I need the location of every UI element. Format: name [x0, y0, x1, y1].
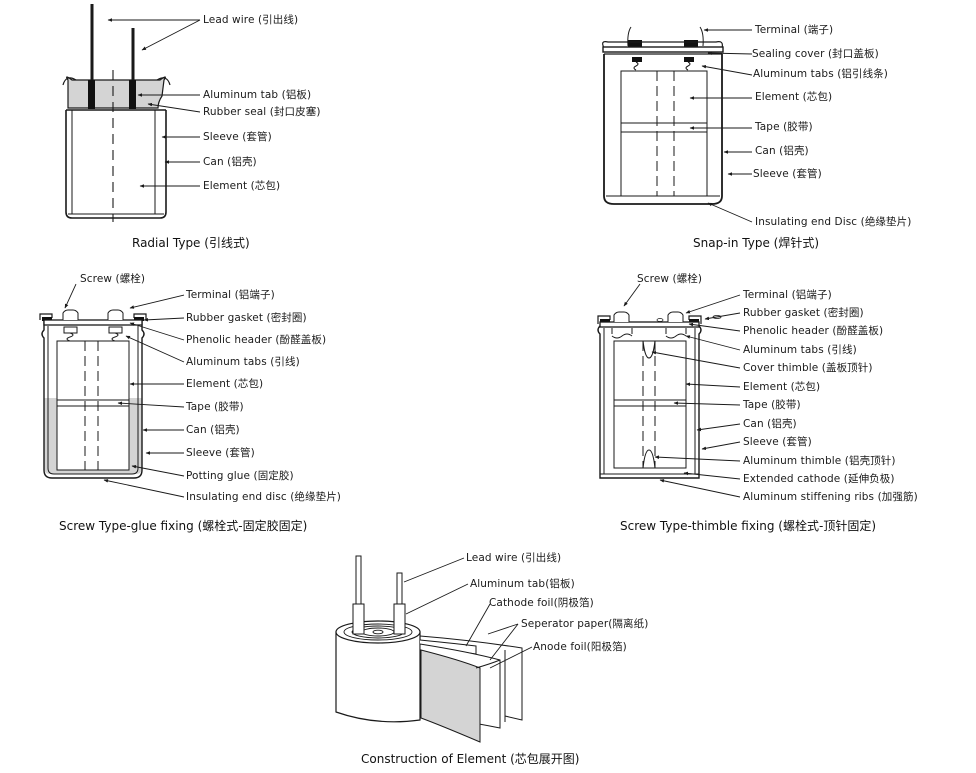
label-element: Element (芯包) — [755, 91, 833, 103]
label-terminal: Terminal (端子) — [755, 24, 834, 36]
anode-foil — [420, 649, 481, 743]
aluminum-tab-left — [352, 603, 365, 635]
element — [620, 70, 708, 197]
label-can: Can (铝壳) — [755, 145, 809, 157]
label-rubber-gasket: Rubber gasket (密封圈) — [186, 312, 307, 324]
label-sealing-cover: Sealing cover (封口盖板) — [752, 48, 879, 60]
caption-element-construction: Construction of Element (芯包展开图) — [361, 752, 580, 766]
element-construction-drawing — [335, 555, 533, 743]
screw-glue-type-drawing — [39, 283, 185, 498]
label-phenolic-header: Phenolic header (酚醛盖板) — [743, 325, 884, 337]
screw-thimble-type-drawing — [597, 283, 741, 498]
label-aluminum-tabs: Aluminum tabs (铝引线条) — [753, 68, 888, 80]
sealing-cover — [602, 46, 724, 53]
rubber-seal — [66, 76, 166, 109]
label-extended-cathode: Extended cathode (延伸负极) — [743, 473, 895, 485]
label-aluminum-tab: Aluminum tab (铝板) — [203, 89, 312, 101]
aluminum-tab-right — [129, 80, 136, 109]
label-anode-foil: Anode foil(阳极箔) — [533, 641, 627, 653]
label-separator-paper: Seperator paper(隔离纸) — [521, 618, 649, 630]
label-aluminum-tabs: Aluminum tabs (引线) — [743, 344, 857, 356]
label-phenolic-header: Phenolic header (酚醛盖板) — [186, 334, 327, 346]
radial-type-drawing — [62, 4, 201, 222]
label-aluminum-thimble: Aluminum thimble (铝壳顶针) — [743, 455, 896, 467]
can — [65, 110, 167, 219]
aluminum-tab-left — [88, 80, 95, 109]
caption-screw-glue-type: Screw Type-glue fixing (螺栓式-固定胶固定) — [59, 519, 308, 533]
caption-snap-in-type: Snap-in Type (焊针式) — [693, 236, 820, 250]
label-sleeve: Sleeve (套管) — [743, 436, 812, 448]
caption-radial-type: Radial Type (引线式) — [132, 236, 250, 250]
label-sleeve: Sleeve (套管) — [203, 131, 272, 143]
label-cover-thimble: Cover thimble (盖板顶针) — [743, 362, 873, 374]
label-tape: Tape (胶带) — [743, 399, 801, 411]
label-potting-glue: Potting glue (固定胶) — [186, 470, 294, 482]
label-aluminum-tabs: Aluminum tabs (引线) — [186, 356, 300, 368]
rubber-gasket-right — [134, 317, 144, 321]
label-terminal: Terminal (铝端子) — [743, 289, 832, 301]
label-screw: Screw (螺栓) — [80, 273, 146, 285]
label-element: Element (芯包) — [743, 381, 821, 393]
label-can: Can (铝壳) — [186, 424, 240, 436]
label-lead-wire: Lead wire (引出线) — [203, 14, 299, 26]
label-terminal: Terminal (铝端子) — [186, 289, 275, 301]
label-can: Can (铝壳) — [743, 418, 797, 430]
can — [603, 54, 723, 205]
element — [613, 340, 687, 469]
cover-thimble — [642, 340, 656, 359]
element-roll — [335, 632, 421, 723]
aluminum-tab-right — [393, 603, 406, 635]
label-element: Element (芯包) — [186, 378, 264, 390]
phenolic-header — [599, 321, 700, 328]
snap-in-type-drawing — [602, 26, 753, 223]
label-screw: Screw (螺栓) — [637, 273, 703, 285]
caption-screw-thimble-type: Screw Type-thimble fixing (螺栓式-顶针固定) — [620, 519, 876, 533]
label-tape: Tape (胶带) — [755, 121, 813, 133]
phenolic-header — [43, 319, 143, 326]
label-element: Element (芯包) — [203, 180, 281, 192]
label-insulating-end-disc: Insulating end Disc (绝缘垫片) — [755, 216, 912, 228]
label-sleeve: Sleeve (套管) — [753, 168, 822, 180]
rubber-gasket-left — [42, 317, 52, 321]
label-cathode-foil: Cathode foil(阴极箔) — [489, 597, 594, 609]
can — [597, 325, 702, 479]
label-lead-wire: Lead wire (引出线) — [466, 552, 562, 564]
aluminum-thimble — [642, 449, 656, 469]
label-sleeve: Sleeve (套管) — [186, 447, 255, 459]
label-aluminum-stiffening-ribs: Aluminum stiffening ribs (加强筋) — [743, 491, 918, 503]
label-tape: Tape (胶带) — [186, 401, 244, 413]
label-aluminum-tab: Aluminum tab(铝板) — [470, 578, 575, 590]
label-insulating-end-disc: Insulating end disc (绝缘垫片) — [186, 491, 341, 503]
label-rubber-gasket: Rubber gasket (密封圈) — [743, 307, 864, 319]
label-can: Can (铝壳) — [203, 156, 257, 168]
can — [41, 318, 145, 479]
label-rubber-seal: Rubber seal (封口皮塞) — [203, 106, 321, 118]
